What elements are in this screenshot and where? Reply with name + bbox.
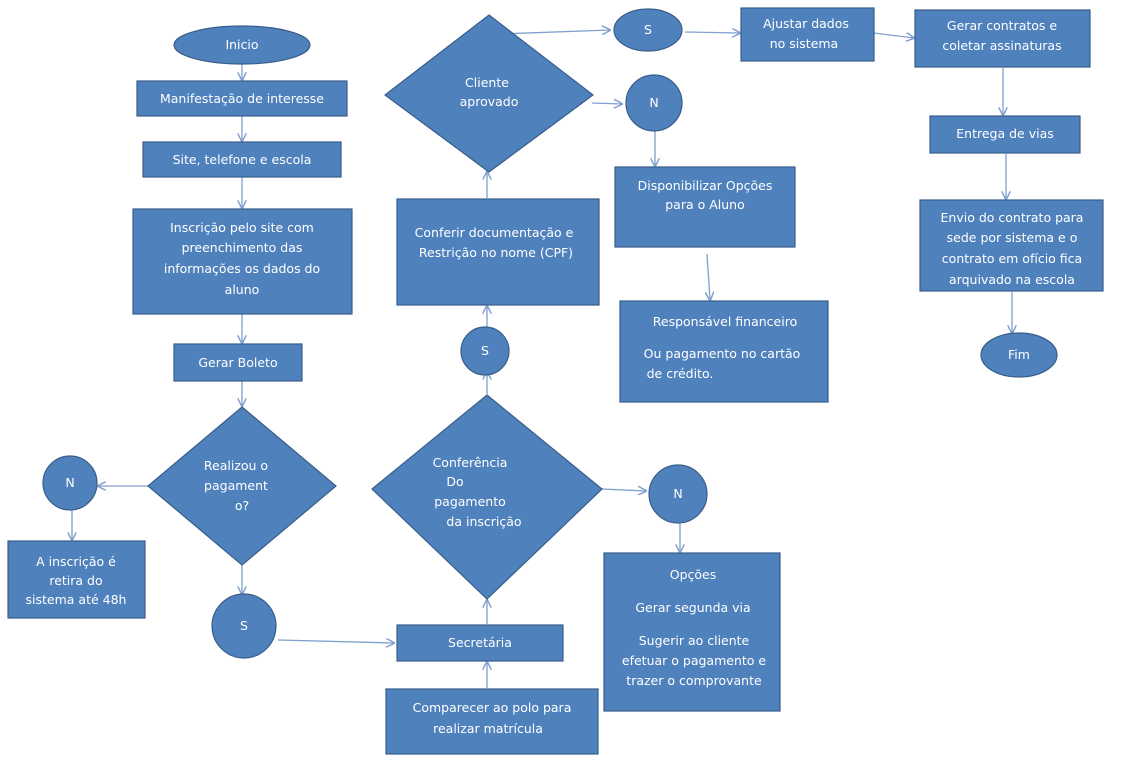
node-envio-contrato: Envio do contrato para sede por sistema … xyxy=(919,199,1104,292)
node-n-middle-text: N xyxy=(673,486,682,501)
connectors xyxy=(72,30,1012,688)
node-conferir-documentacao: Conferir documentação e Restrição no nom… xyxy=(396,198,600,306)
edge-cliente-s xyxy=(499,30,610,34)
node-opcoes-line1: Gerar segunda via xyxy=(635,600,750,615)
edge-s-ajustar xyxy=(684,32,740,33)
node-ajustar-dados-line2: no sistema xyxy=(770,36,838,51)
node-cliente-aprovado: Cliente aprovado xyxy=(384,14,594,173)
node-opcoes-line3: efetuar o pagamento e xyxy=(622,653,766,668)
node-s-middle-text: S xyxy=(481,343,489,358)
node-opcoes: Opções Gerar segunda via Sugerir ao clie… xyxy=(603,552,781,712)
node-fim-text: Fim xyxy=(1008,347,1030,362)
node-inscricao-site-line2: preenchimento das xyxy=(182,240,303,255)
node-manifestacao-text: Manifestação de interesse xyxy=(160,91,324,106)
node-manifestacao: Manifestação de interesse xyxy=(136,80,348,117)
node-comparecer-polo: Comparecer ao polo para realizar matrícu… xyxy=(385,688,599,755)
node-inscricao-site-line4: aluno xyxy=(225,282,260,297)
node-comparecer-polo-line2: realizar matrícula xyxy=(433,721,543,736)
node-inicio: Inicio xyxy=(173,25,311,65)
node-s-top: S xyxy=(613,8,683,52)
edge-cliente-n xyxy=(591,103,622,104)
node-disponibilizar-opcoes-line2: para o Aluno xyxy=(665,197,745,212)
node-inscricao-retirada-line2: retira do xyxy=(49,573,102,588)
edge-disponibilizar-responsavel xyxy=(707,253,710,300)
node-envio-contrato-line2: sede por sistema e o xyxy=(947,230,1078,245)
node-site-telefone-text: Site, telefone e escola xyxy=(173,152,312,167)
node-conferencia-pagamento-line3: pagamento xyxy=(434,494,506,509)
node-s-bottom-text: S xyxy=(240,618,248,633)
edge-s-secretaria xyxy=(277,640,394,643)
node-conferir-documentacao-line2: Restrição no nome (CPF) xyxy=(419,245,573,260)
node-inscricao-site: Inscrição pelo site com preenchimento da… xyxy=(132,208,353,315)
node-gerar-boleto: Gerar Boleto xyxy=(173,343,303,382)
node-n-top: N xyxy=(625,74,683,132)
node-secretaria: Secretária xyxy=(396,624,564,662)
node-inscricao-retirada-line1: A inscrição é xyxy=(36,554,116,569)
node-disponibilizar-opcoes: Disponibilizar Opções para o Aluno xyxy=(614,166,796,248)
node-responsavel-financeiro-title: Responsável financeiro xyxy=(653,314,797,329)
node-responsavel-financeiro: Responsável financeiro Ou pagamento no c… xyxy=(619,300,829,403)
node-fim: Fim xyxy=(980,332,1058,378)
node-conferir-documentacao-line1: Conferir documentação e xyxy=(415,225,574,240)
node-gerar-contratos: Gerar contratos e coletar assinaturas xyxy=(914,9,1091,68)
node-site-telefone: Site, telefone e escola xyxy=(142,141,342,178)
node-opcoes-line4: trazer o comprovante xyxy=(626,673,762,688)
node-n-left-text: N xyxy=(65,475,74,490)
node-conferencia-pagamento: Conferência Do pagamento da inscrição xyxy=(371,394,603,600)
node-inscricao-site-line3: informações os dados do xyxy=(164,261,320,276)
node-ajustar-dados-line1: Ajustar dados xyxy=(763,16,849,31)
node-inicio-text: Inicio xyxy=(225,37,258,52)
node-responsavel-financeiro-line2: de crédito. xyxy=(647,366,714,381)
node-n-left: N xyxy=(42,455,98,511)
node-responsavel-financeiro-line1: Ou pagamento no cartão xyxy=(644,346,801,361)
node-opcoes-line2: Sugerir ao cliente xyxy=(639,633,750,648)
node-cliente-aprovado-line1: Cliente xyxy=(465,75,509,90)
node-gerar-contratos-line2: coletar assinaturas xyxy=(942,38,1061,53)
node-realizou-pagamento-line1: Realizou o xyxy=(204,458,268,473)
node-envio-contrato-line3: contrato em ofício fica xyxy=(942,251,1082,266)
node-envio-contrato-line4: arquivado na escola xyxy=(949,272,1075,287)
node-entrega-vias-text: Entrega de vias xyxy=(956,126,1054,141)
node-s-top-text: S xyxy=(644,22,652,37)
node-realizou-pagamento-line2: pagament xyxy=(204,478,268,493)
node-n-top-text: N xyxy=(649,95,658,110)
node-comparecer-polo-line1: Comparecer ao polo para xyxy=(413,700,572,715)
node-cliente-aprovado-line2: aprovado xyxy=(460,94,519,109)
node-realizou-pagamento-line3: o? xyxy=(235,498,249,513)
node-conferencia-pagamento-line2: Do xyxy=(446,474,463,489)
node-s-bottom: S xyxy=(211,593,277,659)
edge-conferencia-n xyxy=(601,489,646,491)
edge-ajustar-gerar xyxy=(873,32,914,38)
node-disponibilizar-opcoes-line1: Disponibilizar Opções xyxy=(638,178,773,193)
node-inscricao-retirada-line3: sistema até 48h xyxy=(26,592,127,607)
node-opcoes-title: Opções xyxy=(670,567,717,582)
node-envio-contrato-line1: Envio do contrato para xyxy=(941,210,1084,225)
node-inscricao-site-line1: Inscrição pelo site com xyxy=(170,220,314,235)
node-entrega-vias: Entrega de vias xyxy=(929,115,1081,154)
node-conferencia-pagamento-line1: Conferência xyxy=(433,455,508,470)
node-realizou-pagamento: Realizou o pagament o? xyxy=(147,406,337,566)
node-n-middle: N xyxy=(648,464,708,524)
node-secretaria-text: Secretária xyxy=(448,635,512,650)
node-s-middle: S xyxy=(460,326,510,376)
node-ajustar-dados: Ajustar dados no sistema xyxy=(740,7,875,62)
node-inscricao-retirada: A inscrição é retira do sistema até 48h xyxy=(7,540,146,619)
node-gerar-contratos-line1: Gerar contratos e xyxy=(947,18,1057,33)
node-conferencia-pagamento-line4: da inscrição xyxy=(446,514,521,529)
node-gerar-boleto-text: Gerar Boleto xyxy=(198,355,277,370)
